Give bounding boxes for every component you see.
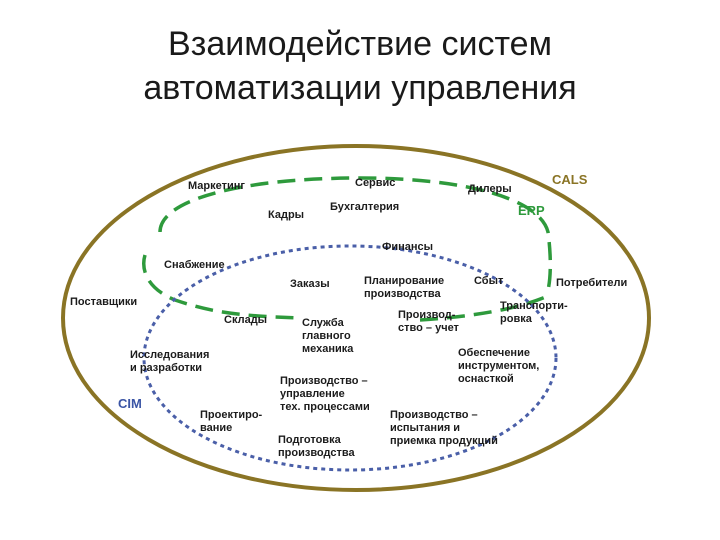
label-research-line-2: и разработки <box>130 362 202 374</box>
label-service: Сервис <box>355 177 395 189</box>
label-planning-line-2: производства <box>364 288 441 300</box>
erp-label: ERP <box>518 203 545 218</box>
label-tooling-line-3: оснасткой <box>458 373 514 385</box>
label-chief-mechanic-line-2: главного <box>302 330 351 342</box>
label-staff: Кадры <box>268 209 304 221</box>
label-dealers: Дилеры <box>468 183 512 195</box>
label-marketing: Маркетинг <box>188 180 245 192</box>
label-preparation-line-1: Подготовка <box>278 434 342 446</box>
cim-ring <box>142 244 558 472</box>
label-production-management-line-2: управление <box>280 388 345 400</box>
label-supply: Снабжение <box>164 259 225 271</box>
label-tooling-line-2: инструментом, <box>458 360 539 372</box>
label-production-testing-line-3: приемка продукций <box>390 435 498 447</box>
label-production-management-line-1: Производство – <box>280 375 368 387</box>
label-production-management-line-3: тех. процессами <box>280 401 370 413</box>
slide-title: Взаимодействие систем автоматизации упра… <box>0 22 720 110</box>
label-production-testing-line-1: Производство – <box>390 409 478 421</box>
erp-ring <box>158 176 553 291</box>
label-finance: Финансы <box>382 241 433 253</box>
label-transport-line-2: ровка <box>500 313 533 325</box>
label-suppliers: Поставщики <box>70 296 137 308</box>
label-transport-line-1: Транспорти- <box>500 300 568 312</box>
label-tooling-line-1: Обеспечение <box>458 347 530 359</box>
slide-title-line-1: Взаимодействие систем <box>168 25 552 63</box>
label-design-line-1: Проектиро- <box>200 409 263 421</box>
slide-title-line-2: автоматизации управления <box>143 69 577 107</box>
label-chief-mechanic-line-1: Служба <box>302 317 345 329</box>
erp-ring-right <box>419 294 549 322</box>
erp-ring-left <box>142 254 301 320</box>
label-accounting: Бухгалтерия <box>330 201 399 213</box>
cals-label: CALS <box>552 172 588 187</box>
label-warehouses: Склады <box>224 314 267 326</box>
label-production-accounting-line-1: Производ- <box>398 309 456 321</box>
label-chief-mechanic-line-3: механика <box>302 343 354 355</box>
label-design-line-2: вание <box>200 422 232 434</box>
label-planning-line-1: Планирование <box>364 275 444 287</box>
label-orders: Заказы <box>290 278 330 290</box>
label-sales: Сбыт <box>474 275 504 287</box>
cim-label: CIM <box>118 396 142 411</box>
label-consumers: Потребители <box>556 277 627 289</box>
label-production-testing-line-2: испытания и <box>390 422 460 434</box>
label-research-line-1: Исследования <box>130 349 209 361</box>
label-preparation-line-2: производства <box>278 447 355 459</box>
cals-ellipse <box>61 144 651 492</box>
label-production-accounting-line-2: ство – учет <box>398 322 460 334</box>
